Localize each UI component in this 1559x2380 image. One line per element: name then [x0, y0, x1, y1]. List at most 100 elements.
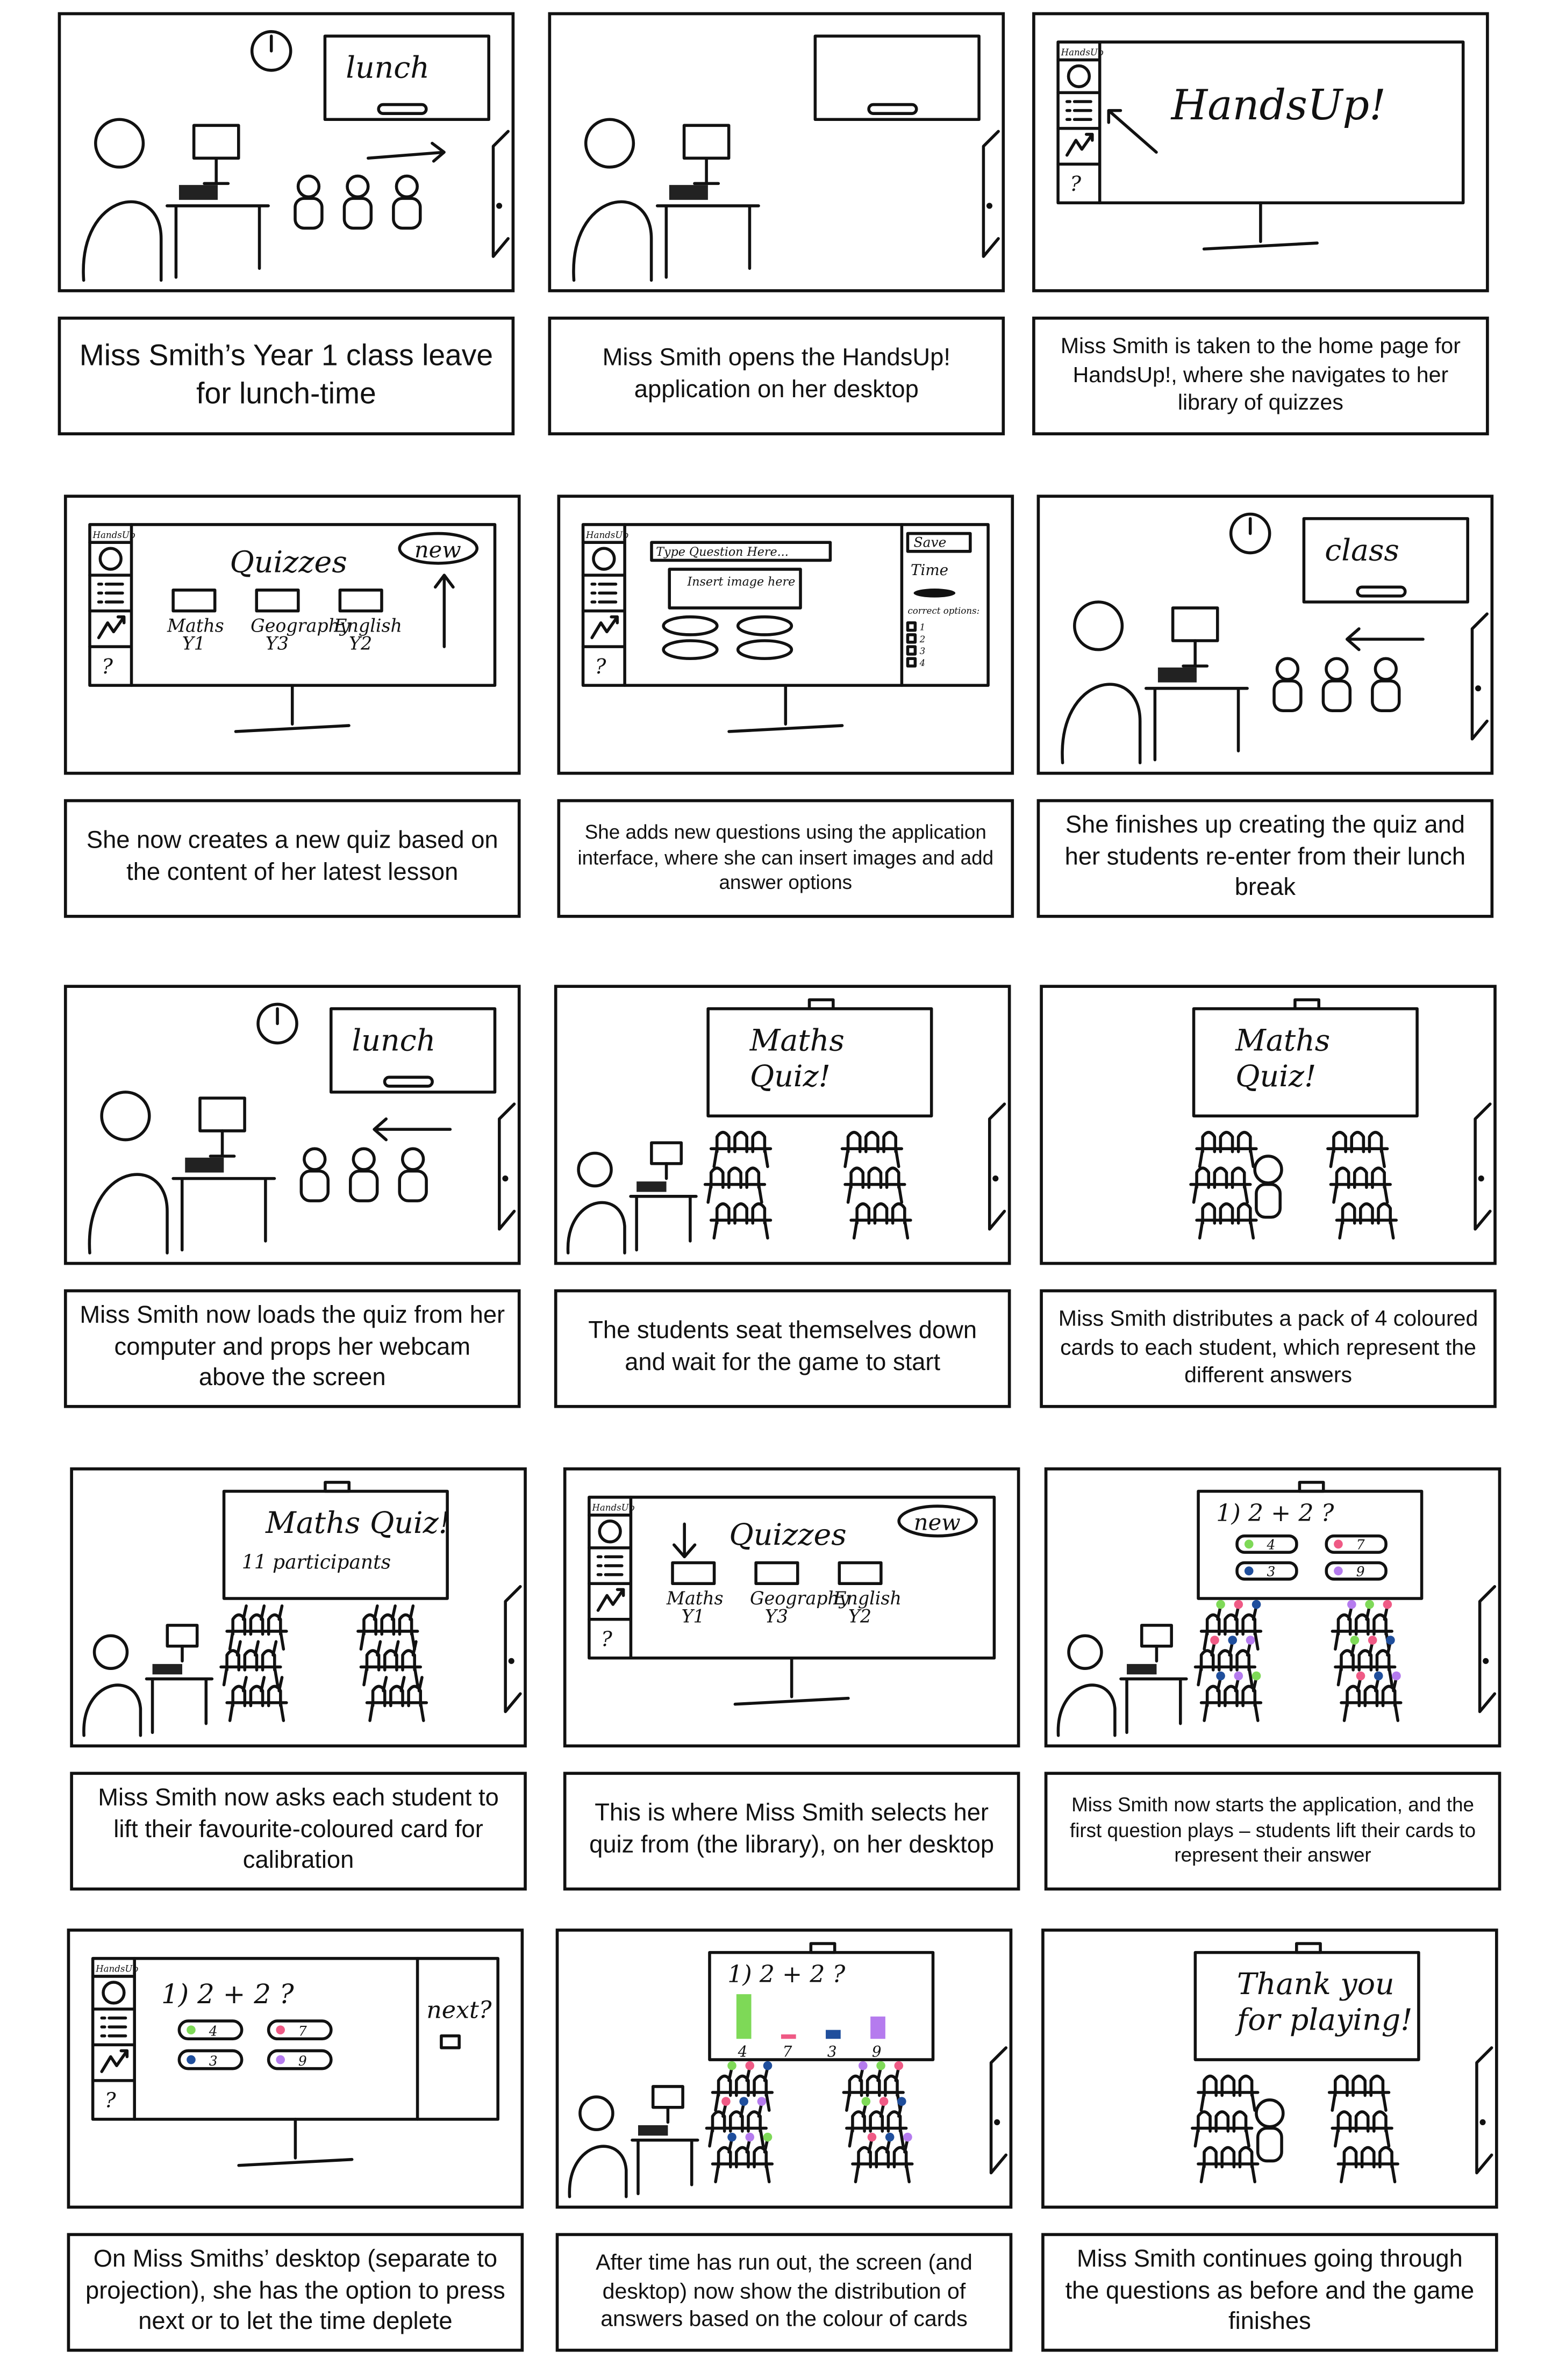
raised-card	[1392, 1671, 1401, 1681]
card-color-dot	[187, 2055, 196, 2064]
home-title: HandsUp!	[1170, 81, 1386, 130]
list-icon	[596, 1555, 624, 1576]
monitor	[650, 1141, 683, 1165]
student-body	[1371, 679, 1401, 713]
student-chair	[1359, 1202, 1374, 1225]
whiteboard	[330, 1007, 497, 1094]
teacher-body	[1256, 2126, 1283, 2163]
hand-icon	[592, 547, 616, 571]
student-chair	[1353, 1166, 1368, 1189]
student-chair	[867, 1166, 883, 1189]
whiteboard	[813, 34, 981, 121]
app-label: HandsUp	[95, 1964, 138, 1974]
raised-card	[859, 2061, 868, 2070]
raised-card	[885, 2132, 895, 2142]
student-body	[1321, 679, 1352, 713]
list-icon	[97, 582, 124, 604]
student-chair	[1203, 2146, 1218, 2169]
chart-icon	[596, 1588, 625, 1612]
student-chair	[715, 1130, 731, 1153]
help-icon: ?	[601, 1628, 612, 1652]
student-chair	[1201, 1202, 1217, 1225]
door-handle	[508, 1658, 514, 1664]
answer-card	[267, 2019, 333, 2041]
new-quiz-button	[398, 532, 479, 565]
student-chair	[1236, 1130, 1252, 1153]
student-body	[1272, 679, 1303, 713]
keyboard	[638, 2125, 668, 2136]
student-head	[1325, 657, 1349, 681]
student-head	[1374, 657, 1398, 681]
whiteboard	[323, 34, 490, 121]
answer-card	[177, 2049, 244, 2070]
arrow-right-icon	[367, 141, 446, 163]
hand-icon	[598, 1519, 622, 1544]
panel-caption: On Miss Smiths’ desktop (separate to pro…	[67, 2233, 524, 2352]
result-bar	[736, 1994, 752, 2039]
student-chair	[751, 1202, 767, 1225]
board-text: 11 participants	[242, 1552, 391, 1574]
quiz-tile	[255, 589, 300, 613]
board-eraser	[867, 103, 918, 115]
quiz-year: Y1	[682, 1605, 705, 1626]
quiz-tile	[754, 1561, 799, 1586]
door	[491, 130, 510, 258]
clock-icon	[1229, 512, 1271, 555]
keyboard	[1157, 667, 1197, 683]
library-title: Quizzes	[230, 546, 347, 580]
student-body	[349, 1169, 379, 1202]
bar-label: 7	[783, 2043, 792, 2061]
raised-card	[1350, 1636, 1360, 1645]
desk	[1195, 1218, 1258, 1240]
student-chair	[727, 1166, 742, 1189]
student-body	[398, 1169, 428, 1202]
help-icon: ?	[1070, 172, 1081, 196]
list-icon	[590, 582, 618, 604]
board-text: Thank you	[1237, 1967, 1394, 2002]
quiz-year: Y3	[765, 1605, 788, 1626]
panel-caption: Miss Smith’s Year 1 class leave for lunc…	[58, 317, 515, 435]
arrow-down-icon	[673, 1522, 697, 1559]
desk	[843, 1182, 906, 1204]
board-text: class	[1325, 533, 1399, 568]
door	[989, 2046, 1008, 2175]
question-text: 1) 2 + 2 ?	[727, 1961, 845, 1988]
student-chair	[846, 1130, 862, 1153]
student-head	[346, 174, 370, 199]
desk	[171, 1177, 276, 1252]
monitor-stand	[234, 684, 351, 733]
door-handle	[1475, 685, 1482, 692]
card-value: 4	[209, 2024, 218, 2039]
panel-caption: Miss Smith opens the HandsUp! applicatio…	[548, 317, 1005, 435]
image-placeholder: Insert image here	[686, 575, 795, 589]
app-label: HandsUp	[585, 530, 628, 540]
panel-caption: Miss Smith distributes a pack of 4 colou…	[1040, 1289, 1497, 1408]
raised-card	[903, 2132, 912, 2142]
student-chair	[1350, 1130, 1365, 1153]
webcam	[1298, 1481, 1325, 1493]
monitor	[198, 1096, 246, 1132]
storyboard-panel-5: HandsUp?Type Question Here...Insert imag…	[557, 494, 1014, 775]
desk	[1197, 2162, 1260, 2184]
teacher-body	[572, 200, 653, 282]
desk	[1331, 1630, 1393, 1651]
app-sidebar	[588, 1495, 633, 1660]
card-color-dot	[1244, 1539, 1254, 1549]
quiz-year: Y2	[848, 1605, 871, 1626]
panel-sketch: lunch	[88, 1002, 516, 1254]
answer-card	[177, 2019, 244, 2041]
raised-hand	[260, 1604, 266, 1621]
desk	[1326, 1147, 1389, 1169]
option-number: 3	[920, 646, 926, 656]
door	[498, 1102, 516, 1231]
monitor	[651, 2085, 684, 2109]
door-handle	[1479, 2119, 1486, 2125]
student-chair	[1201, 1130, 1217, 1153]
student-chair	[849, 1166, 865, 1189]
answer-card	[1325, 1561, 1388, 1581]
question-text: 1) 2 + 2 ?	[1216, 1500, 1334, 1527]
monitor	[682, 124, 731, 160]
